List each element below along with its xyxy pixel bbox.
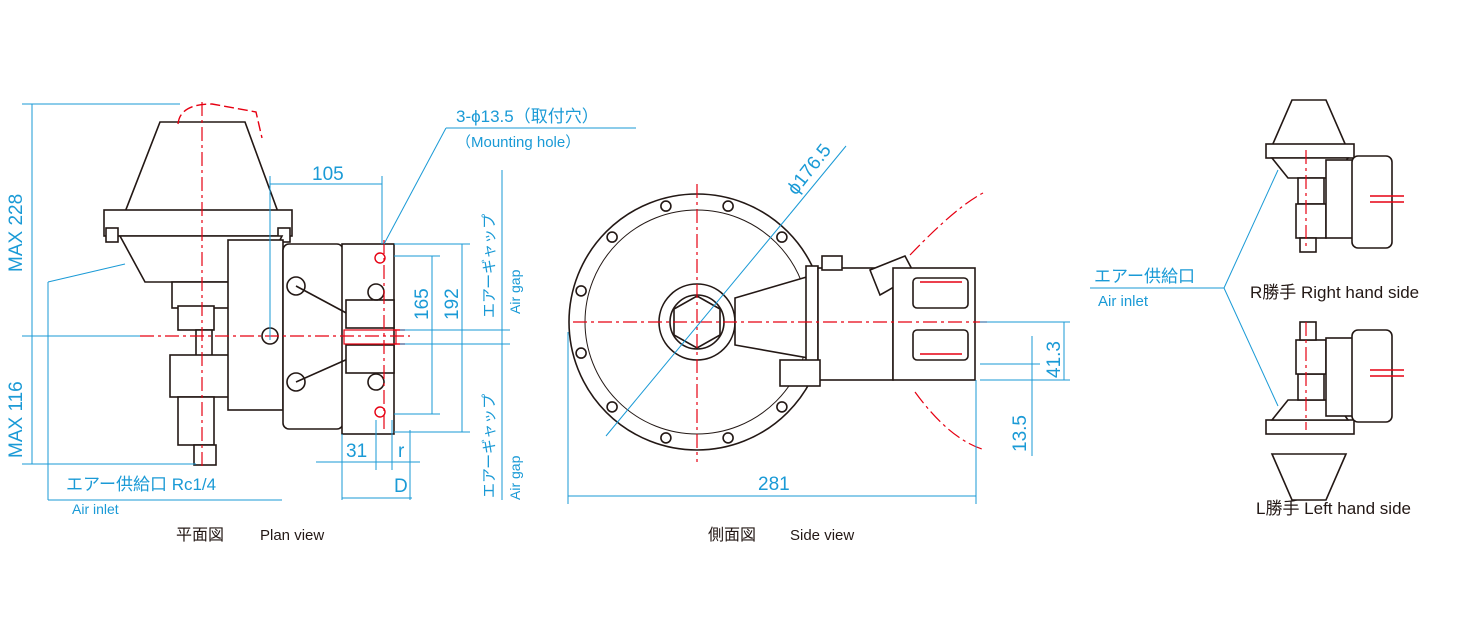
max228-label: MAX 228 bbox=[6, 194, 27, 272]
hand-air-inlet-en: Air inlet bbox=[1098, 293, 1149, 310]
dim-165-label: 165 bbox=[412, 288, 433, 320]
dim-13-5-label: 13.5 bbox=[1010, 415, 1031, 452]
flange-bolt bbox=[776, 231, 788, 243]
dim-281-label: 281 bbox=[758, 474, 790, 495]
flange-bolt bbox=[575, 347, 587, 359]
side-caption-jp: 側面図 bbox=[708, 525, 756, 544]
plan-caption-jp: 平面図 bbox=[176, 525, 224, 544]
plan-view bbox=[22, 102, 636, 501]
dim-41-3-label: 41.3 bbox=[1044, 341, 1065, 378]
left-hand-label: L勝手 Left hand side bbox=[1256, 499, 1411, 518]
airgap-top-en: Air gap bbox=[507, 269, 523, 314]
plan-caption-en: Plan view bbox=[260, 527, 324, 544]
hand-air-inlet-jp: エアー供給口 bbox=[1094, 267, 1195, 286]
flange-bolt bbox=[606, 401, 618, 413]
air-inlet-en-label: Air inlet bbox=[72, 501, 119, 517]
airgap-bottom-en: Air gap bbox=[507, 455, 523, 500]
side-caption-en: Side view bbox=[790, 527, 854, 544]
flange-bolt bbox=[660, 200, 672, 212]
flange-bolt bbox=[606, 231, 618, 243]
right-hand-label: R勝手 Right hand side bbox=[1250, 283, 1419, 302]
flange-bolt bbox=[660, 432, 672, 444]
flange-bolt bbox=[722, 432, 734, 444]
dim-d-label: D bbox=[394, 476, 408, 497]
flange-bolt bbox=[722, 200, 734, 212]
flange-bolt bbox=[575, 285, 587, 297]
airgap-top-jp: エアーギャップ bbox=[481, 214, 498, 318]
right-hand-view bbox=[1265, 99, 1404, 253]
side-view bbox=[567, 145, 1070, 504]
left-hand-view bbox=[1265, 321, 1404, 501]
air-inlet-jp-label: エアー供給口 Rc1/4 bbox=[66, 475, 216, 494]
dim-r-label: r bbox=[398, 441, 405, 462]
max116-label: MAX 116 bbox=[6, 381, 27, 458]
dim-31-label: 31 bbox=[346, 441, 367, 462]
dim-192-label: 192 bbox=[442, 288, 463, 320]
airgap-bottom-jp: エアーギャップ bbox=[481, 394, 498, 498]
flange-bolt bbox=[776, 401, 788, 413]
dim-105-label: 105 bbox=[312, 164, 344, 185]
mounting-hole-label: 3-ϕ13.5（取付穴） bbox=[456, 107, 599, 126]
mounting-hole-label-en: （Mounting hole） bbox=[456, 134, 580, 151]
